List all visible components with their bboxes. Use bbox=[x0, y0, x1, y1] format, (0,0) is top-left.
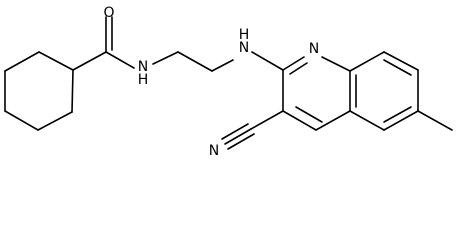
amide-group bbox=[72, 16, 135, 71]
benzene-ring bbox=[349, 51, 419, 131]
amine-nitrogen-label: N bbox=[239, 40, 249, 56]
nitrile-nitrogen-label: N bbox=[209, 143, 219, 158]
pyridine-ring bbox=[282, 56, 351, 131]
ethylene-linker bbox=[152, 51, 284, 72]
carbonyl-oxygen-label: O bbox=[103, 5, 114, 21]
cyclohexane-ring bbox=[4, 51, 74, 131]
chemical-structure: O N H N H N N bbox=[4, 5, 453, 158]
amide-hydrogen-label: H bbox=[138, 72, 149, 88]
quinoline-nitrogen-label: N bbox=[309, 41, 319, 57]
nitrile-group bbox=[221, 110, 284, 150]
amide-nitrogen-label: N bbox=[138, 59, 148, 75]
amine-hydrogen-label: H bbox=[239, 27, 250, 43]
methyl-group bbox=[417, 110, 453, 131]
